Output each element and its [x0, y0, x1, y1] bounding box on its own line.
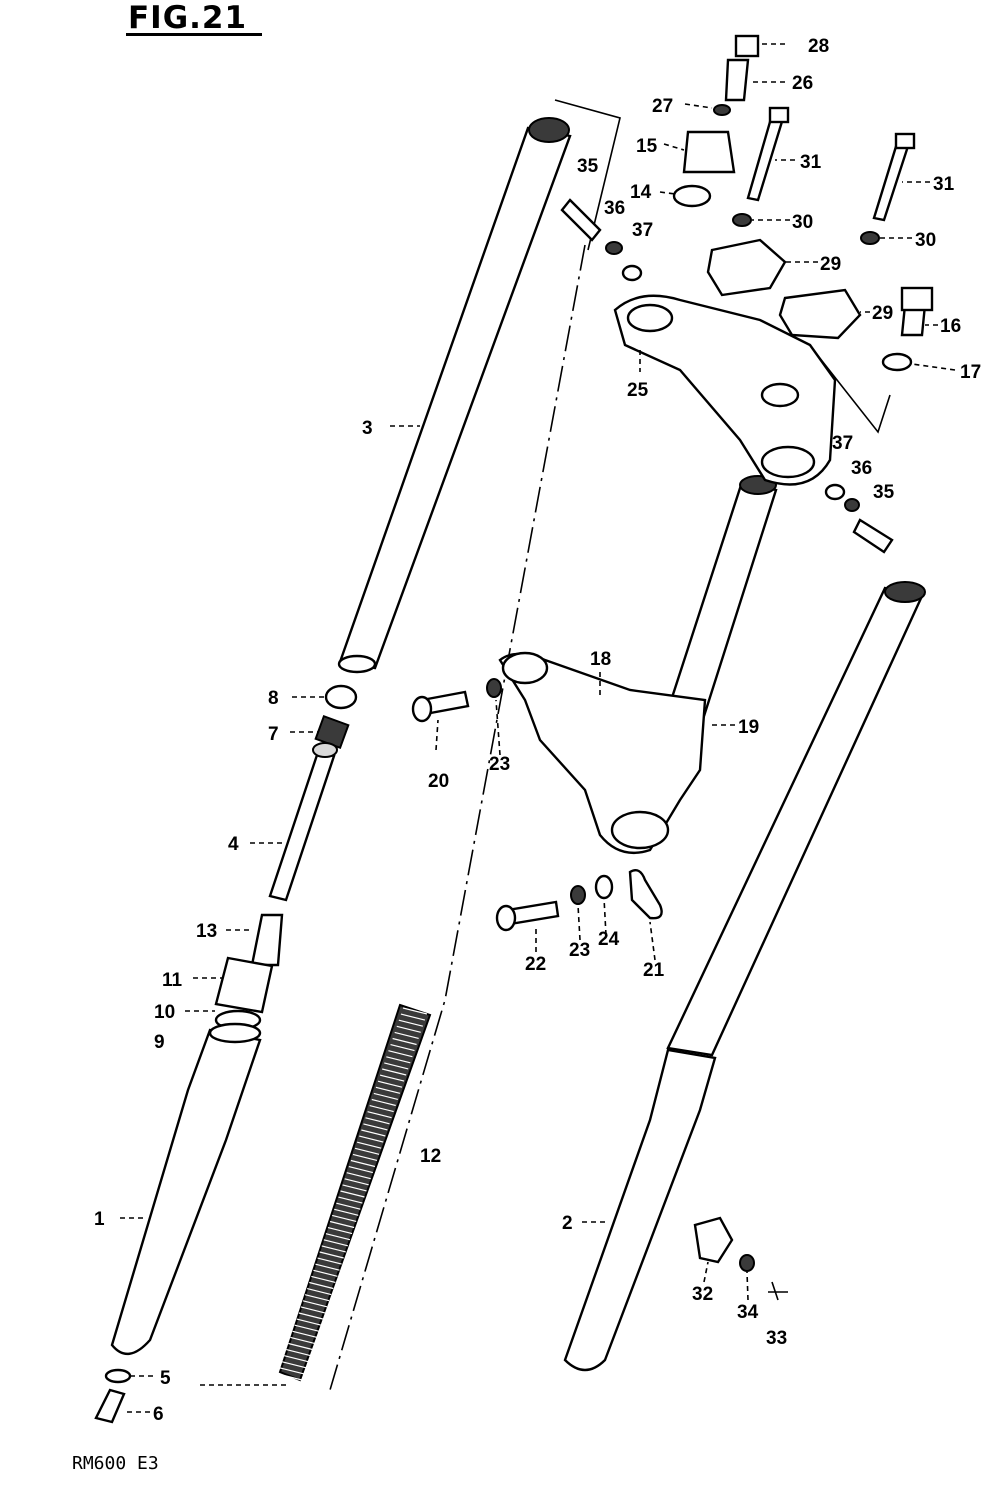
part-14-o-ring [672, 184, 712, 208]
label-12: 12 [420, 1146, 441, 1167]
label-18: 18 [590, 649, 611, 670]
title-underline [126, 33, 262, 36]
part-31-bolt-right-head [894, 132, 916, 150]
label-19: 19 [738, 717, 759, 738]
label-31b: 31 [933, 174, 955, 195]
part-30-nut-right [860, 231, 880, 245]
label-6: 6 [153, 1404, 164, 1425]
part-19-steering-stem [653, 475, 778, 762]
part-2-fork-leg-right [563, 581, 926, 1372]
label-13: 13 [196, 921, 217, 942]
part-36-washer-right [844, 498, 860, 512]
label-4: 4 [228, 834, 239, 855]
part-28-cap [734, 34, 760, 58]
label-15: 15 [636, 136, 658, 157]
label-34: 34 [737, 1302, 759, 1323]
label-22: 22 [525, 954, 546, 975]
part-17-washer [881, 352, 913, 372]
label-29b: 29 [872, 303, 893, 324]
part-23-washer-upper [486, 678, 502, 698]
label-10: 10 [154, 1002, 175, 1023]
label-37a: 37 [632, 220, 653, 241]
callout-labels: 28 26 27 15 14 31 31 35 36 37 30 30 29 2… [94, 36, 981, 1425]
part-25-upper-bracket [613, 294, 837, 486]
part-23-washer-lower [570, 885, 586, 905]
label-14: 14 [630, 182, 652, 203]
label-36b: 36 [851, 458, 872, 479]
label-8: 8 [268, 688, 279, 709]
label-23b: 23 [569, 940, 590, 961]
label-16: 16 [940, 316, 961, 337]
label-24: 24 [598, 929, 620, 950]
label-37b: 37 [832, 433, 853, 454]
part-27-o-ring [713, 104, 731, 116]
leader-lines [120, 43, 956, 1413]
label-26: 26 [792, 73, 813, 94]
label-20: 20 [428, 771, 449, 792]
part-31-bolt-left-head [768, 106, 790, 124]
part-29-clamp-left [706, 238, 787, 297]
label-2: 2 [562, 1213, 573, 1234]
label-11: 11 [162, 970, 183, 991]
label-30a: 30 [792, 212, 813, 233]
part-35-bolt-left [560, 198, 602, 242]
label-30b: 30 [915, 230, 936, 251]
label-21: 21 [643, 960, 665, 981]
part-8-cap [324, 684, 358, 710]
label-7: 7 [268, 724, 279, 745]
label-1: 1 [94, 1209, 105, 1230]
part-12-fork-spring [277, 1003, 432, 1382]
part-30-nut-left [732, 213, 752, 227]
part-37-washer-left [621, 264, 643, 282]
part-35-bolt-right [852, 518, 894, 554]
label-27: 27 [652, 96, 673, 117]
bracket-top-left [554, 99, 621, 251]
part-21-guide [628, 869, 663, 920]
part-20-bolt-head [411, 695, 433, 723]
part-26-adjuster [724, 58, 750, 102]
centerline-left-fork [329, 244, 586, 1391]
part-37-washer-right [824, 483, 846, 501]
part-34-nut [739, 1254, 755, 1272]
part-32-axle-holder [693, 1216, 734, 1264]
part-31-bolt-right [872, 138, 912, 222]
model-code: RM600 E3 [72, 1453, 159, 1474]
label-35a: 35 [577, 156, 599, 177]
label-33: 33 [766, 1328, 787, 1349]
bracket-right [814, 351, 891, 434]
label-25: 25 [627, 380, 649, 401]
part-1-outer-tube-left [110, 1022, 262, 1355]
part-31-bolt-left [746, 113, 786, 202]
part-4-damper-rod [268, 742, 338, 902]
part-33-stud [768, 1281, 788, 1301]
part-18-lower-bracket [498, 651, 707, 855]
part-22-bolt-head [495, 904, 517, 932]
label-35b: 35 [873, 482, 895, 503]
label-3: 3 [362, 418, 373, 439]
part-36-washer-left [605, 241, 623, 255]
part-6-bolt [94, 1388, 126, 1424]
part-29-clamp-right [778, 288, 862, 340]
part-13-oil-lock [250, 913, 284, 967]
label-17: 17 [960, 362, 981, 383]
part-16-stem-bolt-head [900, 286, 934, 312]
part-3-fork-tube-left [337, 117, 572, 674]
label-29a: 29 [820, 254, 841, 275]
figure-title: FIG.21 [128, 0, 248, 36]
label-28: 28 [808, 36, 829, 57]
label-32: 32 [692, 1284, 713, 1305]
part-11-slide-metal [214, 956, 274, 1014]
part-5-washer [104, 1368, 132, 1384]
label-23a: 23 [489, 754, 510, 775]
label-5: 5 [160, 1368, 171, 1389]
part-24-washer [594, 874, 614, 900]
label-9: 9 [154, 1032, 165, 1053]
label-36a: 36 [604, 198, 625, 219]
part-15-fork-cap-bolt [682, 130, 736, 174]
label-31a: 31 [800, 152, 822, 173]
